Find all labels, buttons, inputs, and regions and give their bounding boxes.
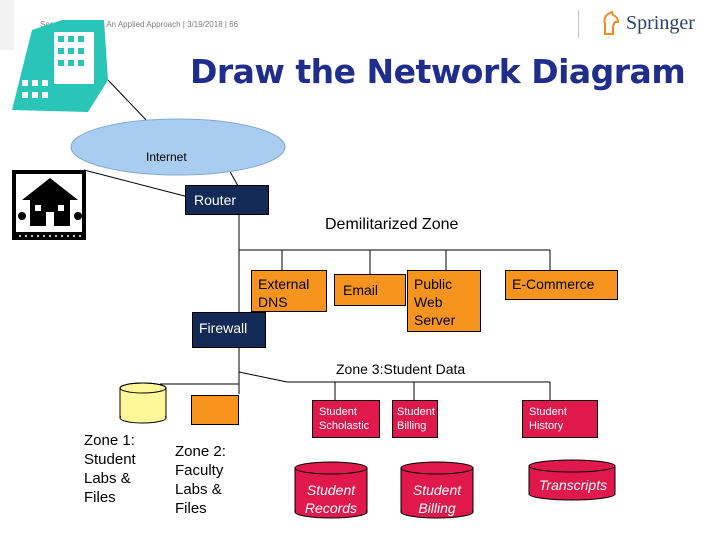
zone1-label: Zone 1: Student Labs & Files [84,432,136,506]
internet-label: Internet [146,150,187,164]
internet-cloud [70,118,286,176]
transcripts-label: Transcripts [538,477,608,493]
line-building-internet [107,79,149,123]
header-divider [578,10,579,38]
email-label: Email [343,282,379,298]
zone2-server-node [191,395,239,425]
left-accent-bar [0,0,14,50]
zone2-label: Zone 2: Faculty Labs & Files [175,443,226,517]
house-icon [12,170,86,240]
page-title: Draw the Network Diagram [190,52,686,91]
zone3-label: Zone 3:Student Data [336,361,466,377]
transcripts-cylinder [528,459,616,501]
student-scholastic-label: Student Scholastic [319,406,370,432]
public-web-server-node: Public Web Server [407,270,481,332]
student-records-cylinder [294,461,368,519]
header-citation: Security Planning: An Applied Approach |… [40,20,239,29]
firewall-node: Firewall [192,312,266,348]
student-billing-node: Student Billing [392,400,438,438]
student-records-label: Student Records [304,482,358,516]
publisher-name: Springer [626,11,695,34]
email-node: Email [334,274,406,306]
student-history-node: Student History [522,400,598,438]
student-billing-db-label: Student Billing [412,482,462,516]
student-scholastic-node: Student Scholastic [312,400,380,438]
student-billing-cylinder [400,461,474,519]
router-node: Router [185,185,269,215]
line-house-router [83,169,201,201]
publisher-logo: Springer [600,10,695,36]
line-firewall-zone3 [238,371,288,383]
dmz-label: Demilitarized Zone [325,216,459,233]
springer-horse-icon [603,10,620,35]
external-dns-node: External DNS [251,270,327,312]
firewall-label: Firewall [199,320,248,336]
student-billing-label: Student Billing [397,406,435,432]
external-dns-label: External DNS [258,276,310,310]
zone1-database-cylinder [119,382,167,424]
public-web-server-label: Public Web Server [414,276,456,328]
router-label: Router [194,192,237,208]
connection-lines [83,79,551,416]
ecommerce-label: E-Commerce [512,276,595,292]
city-building-icon [12,20,108,112]
student-history-label: Student History [529,406,567,432]
ecommerce-node: E-Commerce [505,270,618,300]
